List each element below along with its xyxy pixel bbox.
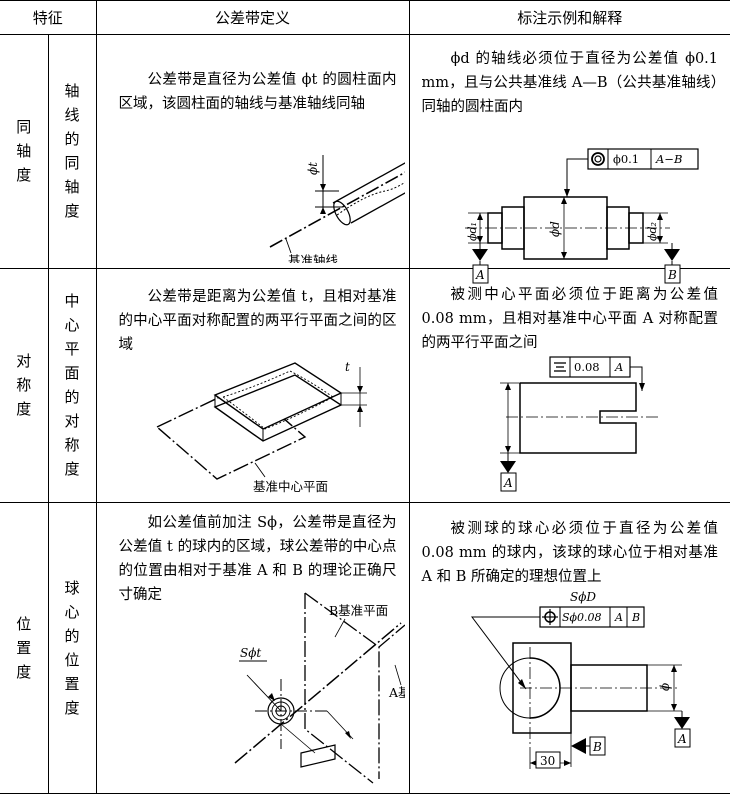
dim-phi: ϕ	[658, 683, 672, 691]
datum-axis-label: 基准轴线	[288, 253, 339, 263]
coaxiality-zone-figure: ϕt 基准轴线	[269, 155, 405, 263]
table-row: 对称度 中心平面的对称度 公差带是距离为公差值 t，且相对基准的中心平面对称配置…	[0, 268, 730, 503]
category-cell: 同轴度	[0, 34, 49, 269]
dim-d2: ϕd₂	[646, 222, 659, 241]
feature-label: 中心平面的对称度	[64, 292, 80, 478]
frame-value: ϕ0.1	[613, 152, 639, 166]
example-cell: ϕd 的轴线必须位于直径为公差值 ϕ0.1 mm，且与公共基准线 A—B（公共基…	[408, 34, 730, 284]
symmetry-example-figure: 0.08 A A	[499, 356, 660, 492]
frame-datum: A	[614, 360, 623, 374]
position-zone-figure: Sϕt B基准平面 A基准轴线	[234, 592, 405, 784]
header-feature: 特征	[0, 0, 97, 35]
table-row: 同轴度 轴线的同轴度 公差带是直径为公差值 ϕt 的圆柱面内区域，该圆柱面的轴线…	[0, 34, 730, 284]
coaxiality-example-figure: ϕ0.1 A−B ϕd₁	[464, 148, 699, 284]
table-row: 位置度 球心的位置度 如公差值前加注 Sϕ，公差带是直径为公差值 t 的球内的区…	[0, 502, 730, 794]
definition-cell: 公差带是直径为公差值 ϕt 的圆柱面内区域，该圆柱面的轴线与基准轴线同轴 ϕt	[95, 34, 410, 269]
dim-30: 30	[540, 754, 555, 768]
axis-a-label: A基准轴线	[388, 685, 405, 700]
definition-text: 公差带是直径为公差值 ϕt 的圆柱面内区域，该圆柱面的轴线与基准轴线同轴	[118, 72, 397, 112]
definition-cell: 公差带是距离为公差值 t，且相对基准的中心平面对称配置的两平行平面之间的区域 t	[95, 268, 410, 503]
zone-t-label: Sϕt	[240, 646, 261, 660]
datum-plane-label: 基准中心平面	[253, 479, 328, 494]
category-label: 同轴度	[16, 118, 32, 184]
header-definition: 公差带定义	[95, 0, 410, 35]
frame-value: Sϕ0.08	[562, 611, 602, 624]
datum-a: A	[677, 732, 687, 746]
frame-datum-a: A	[614, 611, 623, 624]
feature-cell: 球心的位置度	[47, 502, 97, 794]
top-label: SϕD	[570, 590, 596, 604]
symmetry-zone-figure: t 基准中心平面	[156, 360, 367, 494]
frame-datum-b: B	[631, 611, 640, 624]
datum-a: A	[503, 476, 513, 490]
zone-t-label: t	[345, 360, 350, 374]
example-text: 被测球的球心必须位于直径为公差值 0.08 mm 的球内，该球的球心位于相对基准…	[421, 521, 719, 585]
example-text: ϕd 的轴线必须位于直径为公差值 ϕ0.1 mm，且与公共基准线 A—B（公共基…	[421, 51, 719, 115]
category-label: 对称度	[16, 352, 32, 418]
position-example-figure: SϕD Sϕ0.08 A B	[470, 590, 691, 769]
definition-text: 如公差值前加注 Sϕ，公差带是直径为公差值 t 的球内的区域，球公差带的中心点的…	[118, 515, 397, 603]
feature-label: 球心的位置度	[64, 578, 80, 717]
dim-d: ϕd	[548, 221, 562, 237]
definition-cell: 如公差值前加注 Sϕ，公差带是直径为公差值 t 的球内的区域，球公差带的中心点的…	[95, 502, 410, 794]
frame-value: 0.08	[574, 360, 600, 374]
dim-d1: ϕd₁	[466, 222, 479, 241]
example-cell: 被测球的球心必须位于直径为公差值 0.08 mm 的球内，该球的球心位于相对基准…	[408, 502, 730, 794]
header-example: 标注示例和解释	[408, 0, 730, 35]
table-header-row: 特征 公差带定义 标注示例和解释	[0, 0, 730, 35]
example-cell: 被测中心平面必须位于距离为公差值 0.08 mm，且相对基准中心平面 A 对称配…	[408, 268, 730, 503]
zone-t-label: ϕt	[306, 162, 320, 175]
datum-b: B	[592, 740, 602, 754]
frame-datum: A−B	[655, 152, 682, 166]
feature-label: 轴线的同轴度	[64, 82, 80, 220]
example-text: 被测中心平面必须位于距离为公差值 0.08 mm，且相对基准中心平面 A 对称配…	[421, 287, 719, 351]
feature-cell: 轴线的同轴度	[47, 34, 97, 269]
category-label: 位置度	[16, 614, 32, 681]
definition-text: 公差带是距离为公差值 t，且相对基准的中心平面对称配置的两平行平面之间的区域	[118, 289, 397, 353]
plane-b-label: B基准平面	[329, 603, 388, 618]
feature-cell: 中心平面的对称度	[47, 268, 97, 503]
category-cell: 对称度	[0, 268, 49, 503]
category-cell: 位置度	[0, 502, 49, 794]
